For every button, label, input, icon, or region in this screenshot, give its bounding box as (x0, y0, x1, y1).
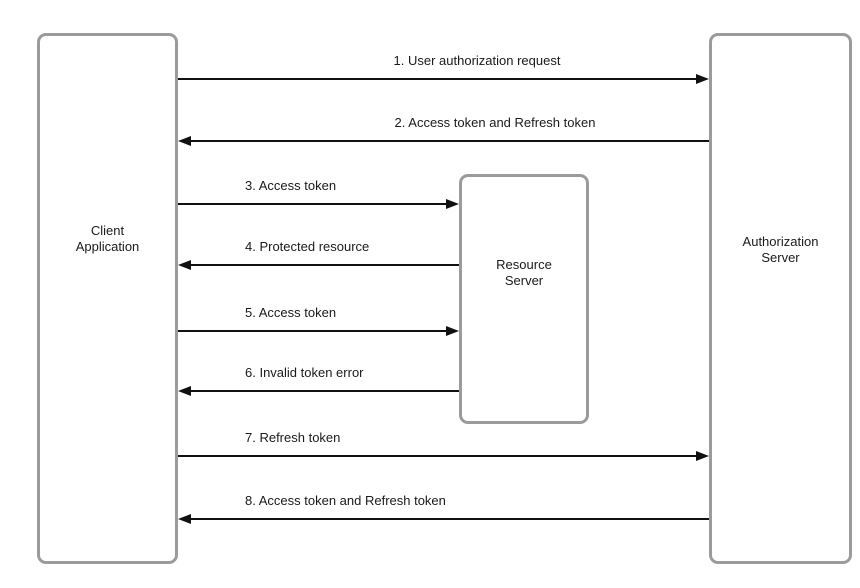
arrow-label-2: 2. Access token and Refresh token (394, 115, 596, 130)
arrowhead-left-icon (178, 136, 191, 146)
arrow-line (178, 203, 449, 205)
arrow-line (188, 518, 709, 520)
node-client-application: Client Application (37, 33, 178, 564)
flow-arrow-4 (178, 260, 459, 270)
arrow-label-5: 5. Access token (245, 305, 337, 320)
flow-arrow-7 (178, 451, 709, 461)
flow-arrow-3 (178, 199, 459, 209)
arrow-line (178, 78, 699, 80)
arrow-label-1: 1. User authorization request (393, 53, 561, 68)
node-authorization-server: Authorization Server (709, 33, 852, 564)
flow-arrow-2 (178, 136, 709, 146)
arrow-label-8: 8. Access token and Refresh token (245, 493, 446, 508)
arrow-line (188, 264, 459, 266)
arrow-line (178, 455, 699, 457)
node-resource-server: Resource Server (459, 174, 589, 424)
flow-arrow-5 (178, 326, 459, 336)
arrowhead-right-icon (696, 451, 709, 461)
arrowhead-left-icon (178, 260, 191, 270)
arrowhead-right-icon (446, 199, 459, 209)
arrow-line (188, 390, 459, 392)
arrow-label-7: 7. Refresh token (245, 430, 341, 445)
arrowhead-left-icon (178, 386, 191, 396)
arrow-label-6: 6. Invalid token error (245, 365, 364, 380)
arrowhead-right-icon (446, 326, 459, 336)
arrow-label-4: 4. Protected resource (245, 239, 370, 254)
node-label: Resource Server (496, 257, 552, 288)
flow-arrow-6 (178, 386, 459, 396)
node-label: Client Application (75, 223, 140, 254)
node-label: Authorization Server (742, 234, 819, 265)
arrowhead-left-icon (178, 514, 191, 524)
arrow-line (178, 330, 449, 332)
flow-arrow-1 (178, 74, 709, 84)
arrow-line (188, 140, 709, 142)
flow-arrow-8 (178, 514, 709, 524)
arrow-label-3: 3. Access token (245, 178, 337, 193)
arrowhead-right-icon (696, 74, 709, 84)
